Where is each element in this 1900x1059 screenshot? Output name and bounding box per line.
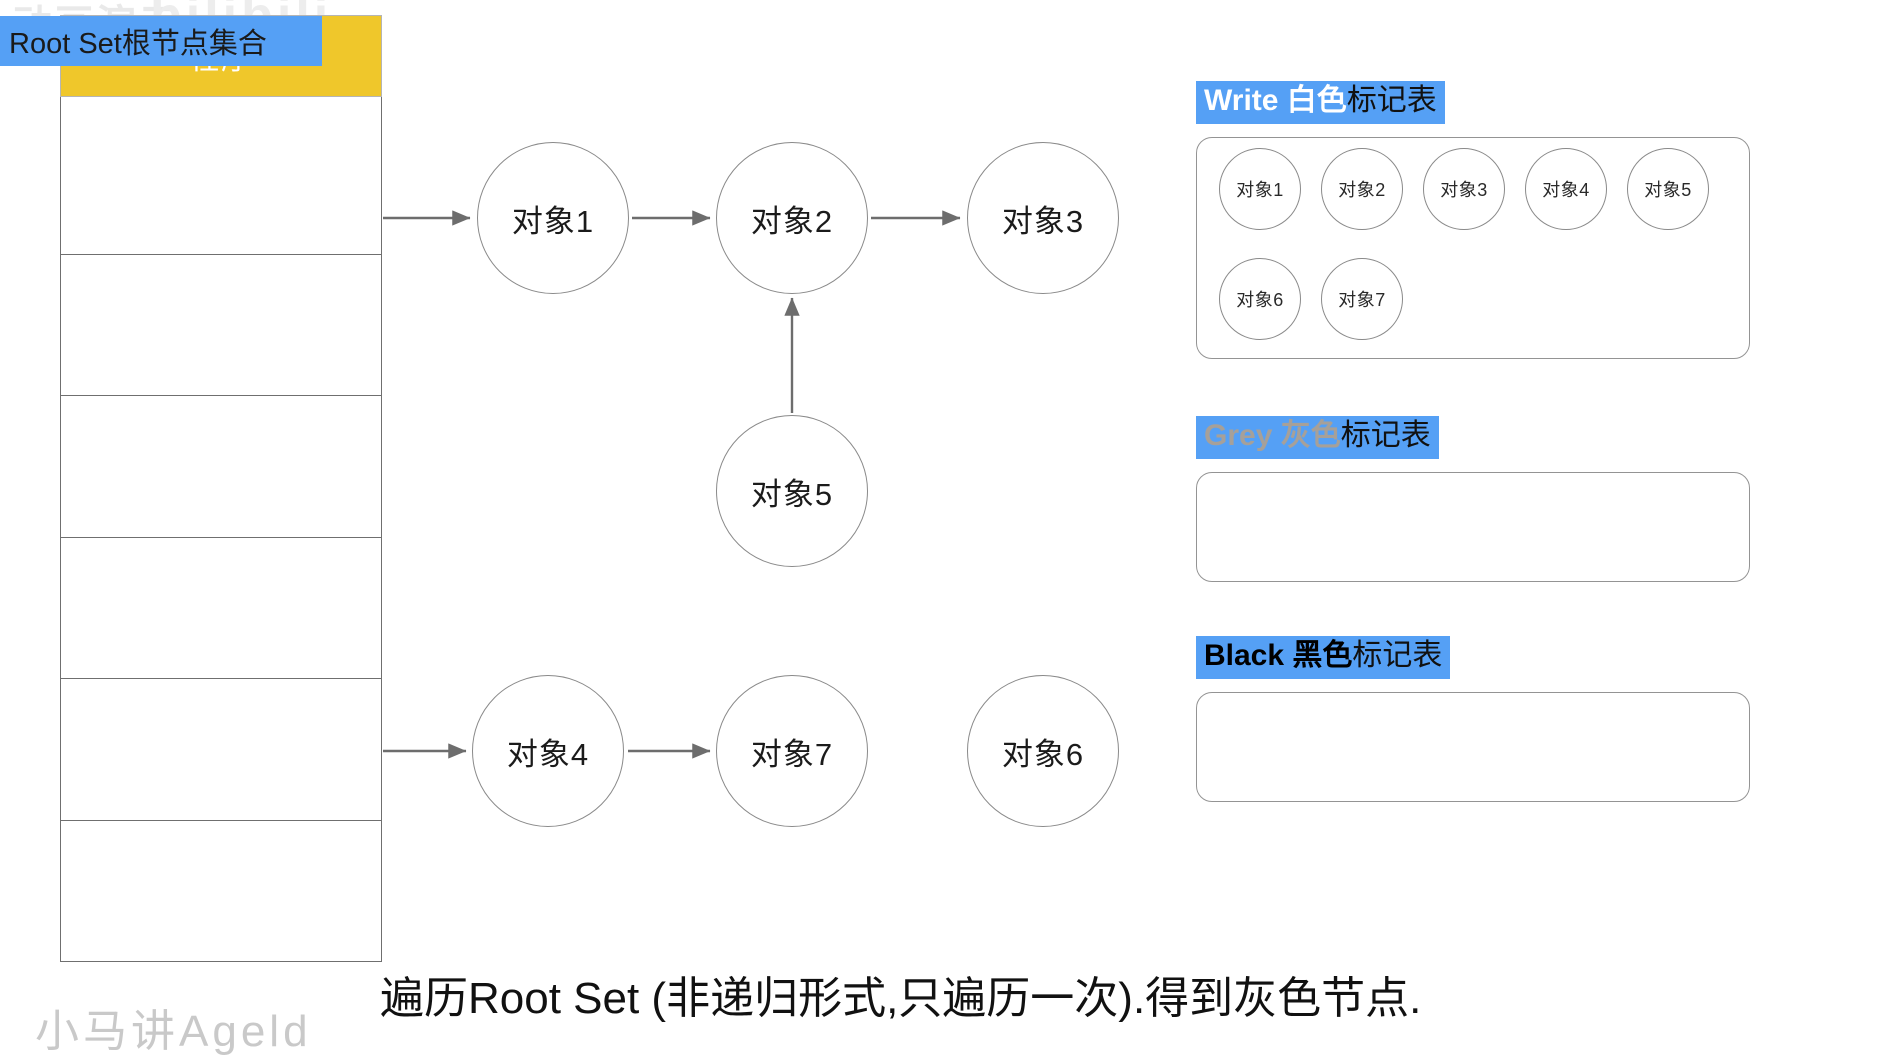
object-node-obj2[interactable]: 对象2 [716, 142, 868, 294]
chip-label: 对象5 [1644, 180, 1692, 200]
object-node-obj7[interactable]: 对象7 [716, 675, 868, 827]
grey-title-cn-color: 灰色 [1272, 419, 1341, 452]
chip-label: 对象2 [1338, 180, 1386, 200]
object-node-label: 对象6 [1001, 736, 1085, 772]
white-chip-obj5[interactable]: 对象5 [1627, 148, 1709, 230]
caption-text: 遍历Root Set (非递归形式,只遍历一次).得到灰色节点. [380, 974, 1422, 1023]
grey-title-rest: 标记表 [1340, 419, 1431, 452]
root-set-row [61, 255, 381, 396]
black-mark-table-box [1196, 692, 1750, 802]
grey-mark-table-title: Grey 灰色标记表 [1196, 416, 1439, 459]
object-node-label: 对象2 [750, 203, 834, 239]
white-chip-obj4[interactable]: 对象4 [1525, 148, 1607, 230]
root-set-row [61, 679, 381, 821]
black-title-rest: 标记表 [1352, 639, 1443, 672]
white-title-en: Write [1204, 84, 1279, 117]
root-set-header: Root Set根节点集合 [0, 16, 322, 66]
root-set-row [61, 821, 381, 963]
root-set-row [61, 97, 381, 255]
object-node-obj5[interactable]: 对象5 [716, 415, 868, 567]
white-chip-obj1[interactable]: 对象1 [1219, 148, 1301, 230]
root-set-header-label: Root Set根节点集合 [9, 28, 267, 60]
white-mark-table-title: Write 白色标记表 [1196, 81, 1445, 124]
object-node-label: 对象1 [511, 203, 595, 239]
object-node-label: 对象5 [750, 476, 834, 512]
object-node-label: 对象4 [506, 736, 590, 772]
root-set-table [60, 97, 382, 962]
white-chip-obj2[interactable]: 对象2 [1321, 148, 1403, 230]
black-mark-table-title: Black 黑色标记表 [1196, 636, 1451, 679]
white-chip-obj7[interactable]: 对象7 [1321, 258, 1403, 340]
chip-label: 对象7 [1338, 290, 1386, 310]
black-title-cn-color: 黑色 [1284, 639, 1353, 672]
black-title-en: Black [1204, 639, 1285, 672]
grey-mark-table-box [1196, 472, 1750, 582]
object-node-label: 对象7 [750, 736, 834, 772]
white-chip-obj3[interactable]: 对象3 [1423, 148, 1505, 230]
object-node-obj3[interactable]: 对象3 [967, 142, 1119, 294]
object-node-obj4[interactable]: 对象4 [472, 675, 624, 827]
object-node-label: 对象3 [1001, 203, 1085, 239]
chip-label: 对象6 [1236, 290, 1284, 310]
chip-label: 对象4 [1542, 180, 1590, 200]
object-node-obj6[interactable]: 对象6 [967, 675, 1119, 827]
white-title-cn-color: 白色 [1278, 84, 1347, 117]
object-node-obj1[interactable]: 对象1 [477, 142, 629, 294]
grey-title-en: Grey [1204, 419, 1273, 452]
root-set-row [61, 538, 381, 679]
watermark-bottom-text: 小马讲Ageld [35, 1007, 312, 1056]
chip-label: 对象1 [1236, 180, 1284, 200]
white-chip-obj6[interactable]: 对象6 [1219, 258, 1301, 340]
chip-label: 对象3 [1440, 180, 1488, 200]
root-set-row [61, 396, 381, 538]
white-title-rest: 标记表 [1346, 84, 1437, 117]
